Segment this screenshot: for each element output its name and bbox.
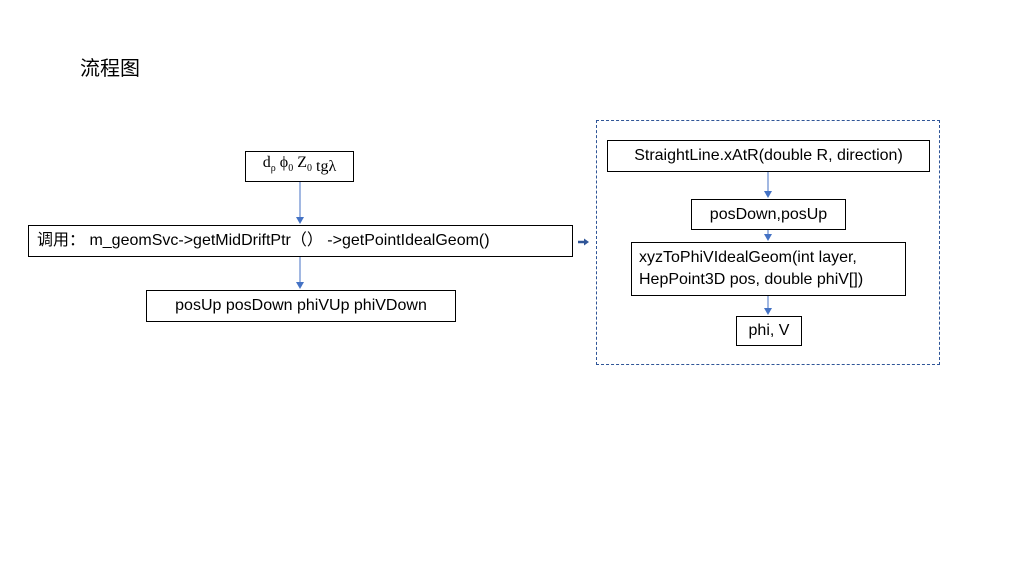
pos-pair-label: posDown,posUp <box>709 205 828 223</box>
param-z: Z0 <box>297 154 312 175</box>
geom-call-node: 调用： m_geomSvc->getMidDriftPtr（） ->getPoi… <box>28 225 573 257</box>
detail-group-frame <box>596 120 940 365</box>
arrow-call-to-detail-group <box>578 238 589 246</box>
param-tgl: tgλ <box>316 157 337 175</box>
straight-line-node: StraightLine.xAtR(double R, direction) <box>607 140 930 172</box>
param-d: dρ <box>262 154 276 175</box>
outputs-label: posUp posDown phiVUp phiVDown <box>175 297 427 314</box>
straight-line-label: StraightLine.xAtR(double R, direction) <box>634 147 903 164</box>
xyz-to-phiv-node: xyzToPhiVIdealGeom(int layer, HepPoint3D… <box>631 242 906 296</box>
param-phi: ϕ0 <box>279 154 294 175</box>
pos-pair-node: posDown,posUp <box>691 199 846 230</box>
phi-v-label: phi, V <box>748 322 790 339</box>
phi-v-node: phi, V <box>736 316 802 346</box>
xyz-to-phiv-line2: HepPoint3D pos, double phiV[]) <box>639 271 864 288</box>
xyz-to-phiv-line1: xyzToPhiVIdealGeom(int layer, <box>639 249 857 266</box>
outputs-node: posUp posDown phiVUp phiVDown <box>146 290 456 322</box>
slide-title: 流程图 <box>80 56 140 80</box>
geom-call-label: 调用： m_geomSvc->getMidDriftPtr（） ->getPoi… <box>37 232 490 249</box>
input-parameters-node: dρ ϕ0 Z0 tgλ <box>245 151 354 182</box>
